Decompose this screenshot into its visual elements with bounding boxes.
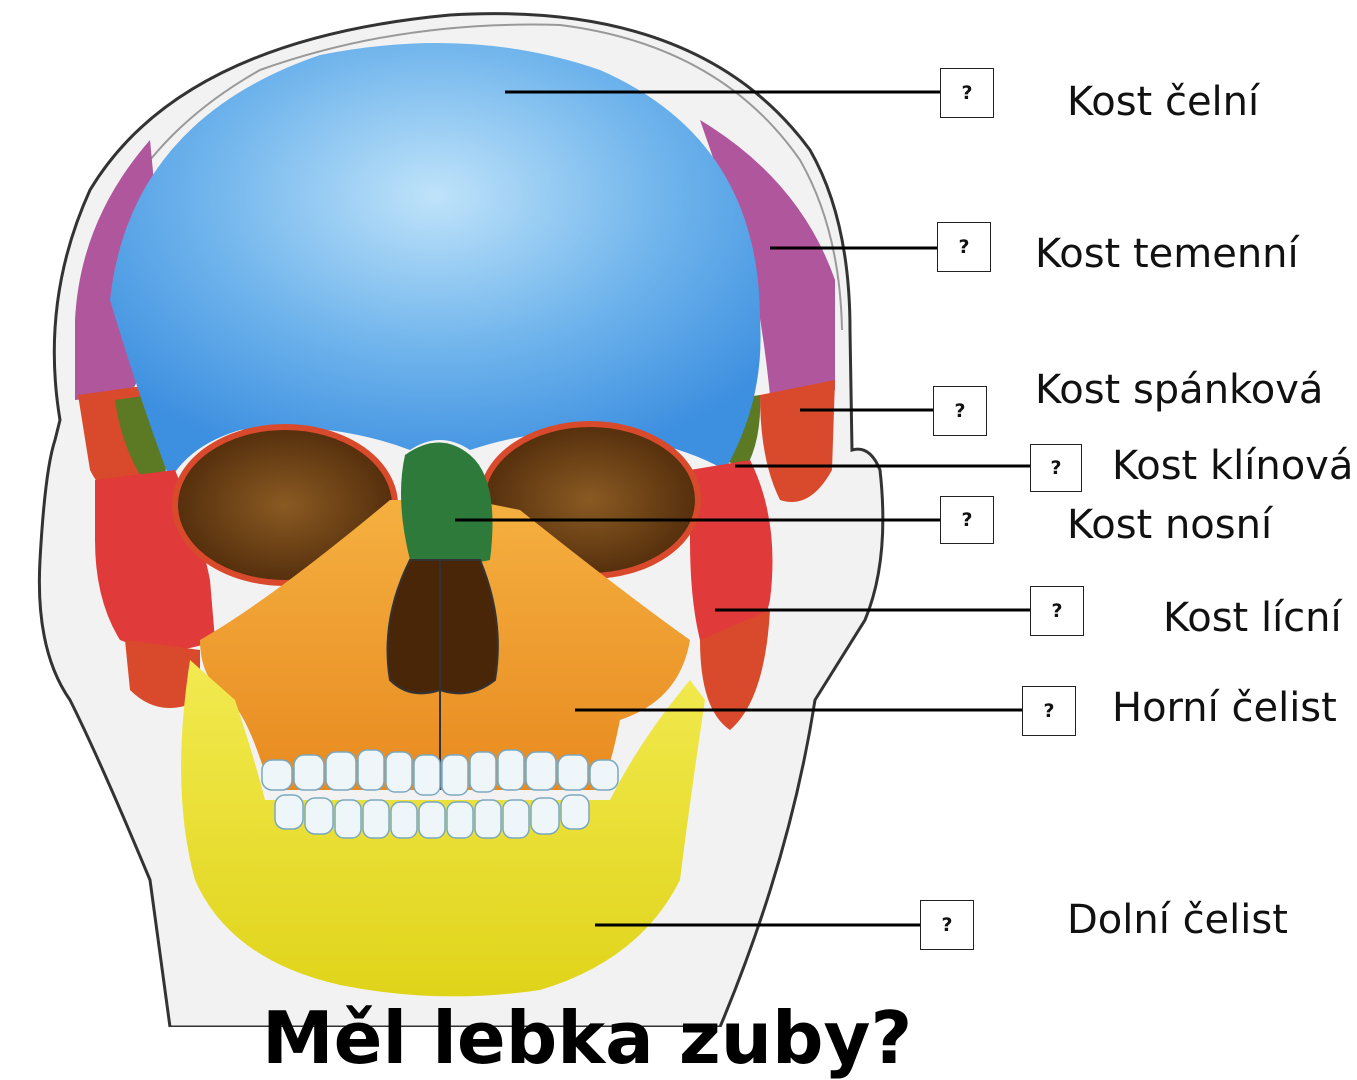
label-parietal-bone: Kost temenní (1035, 234, 1299, 274)
answer-box-maxilla[interactable]: ? (1022, 686, 1076, 736)
answer-box-temporal[interactable]: ? (933, 386, 987, 436)
label-maxilla: Horní čelist (1112, 688, 1337, 728)
label-sphenoid-bone: Kost klínová (1112, 446, 1353, 486)
label-temporal-bone: Kost spánková (1035, 370, 1323, 410)
label-frontal-bone: Kost čelní (1067, 82, 1259, 122)
label-nasal-bone: Kost nosní (1067, 505, 1272, 545)
nasal-cavity (388, 560, 498, 693)
answer-box-parietal[interactable]: ? (937, 222, 991, 272)
answer-box-nasal[interactable]: ? (940, 496, 994, 544)
bottom-title: Měl lebka zuby? (262, 1002, 912, 1074)
label-zygomatic-bone: Kost lícní (1163, 598, 1342, 638)
answer-box-frontal[interactable]: ? (940, 68, 994, 118)
answer-box-sphenoid[interactable]: ? (1030, 444, 1082, 492)
label-mandible: Dolní čelist (1067, 900, 1288, 940)
answer-box-mandible[interactable]: ? (920, 900, 974, 950)
answer-box-zygomatic[interactable]: ? (1030, 586, 1084, 636)
